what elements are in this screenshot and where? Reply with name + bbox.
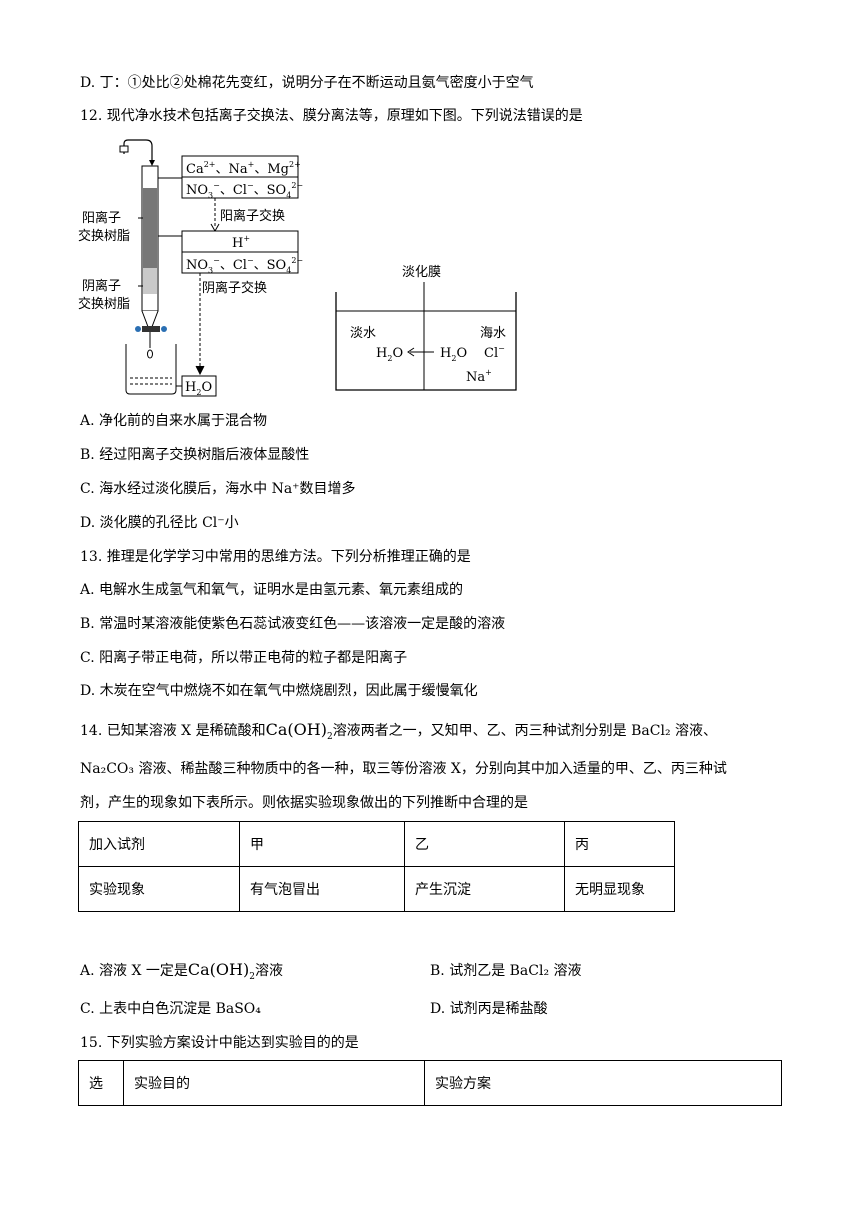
question-13: 13. 推理是化学学习中常用的思维方法。下列分析推理正确的是 [80,549,471,565]
water-purification-figure: 阳离子 交换树脂 阴离子 交换树脂 Ca2+、Na+、Mg2+ NO3−、Cl−… [78,139,517,397]
table-cell: 实验现象 [78,866,240,912]
results-table-14: 加入试剂 甲 乙 丙 实验现象 有气泡冒出 产生沉淀 无明显现象 [78,821,675,912]
cation-resin-fill [143,188,157,268]
option-12b: B. 经过阳离子交换树脂后液体显酸性 [80,447,310,463]
table-cell: 丙 [564,821,675,867]
option-12d: D. 淡化膜的孔径比 Cl⁻小 [80,515,239,531]
option-14d: D. 试剂丙是稀盐酸 [430,1001,548,1017]
table-cell: 无明显现象 [564,866,675,912]
label-h2o-right: H2O [440,346,467,363]
table-row: 实验现象 有气泡冒出 产生沉淀 无明显现象 [78,866,675,912]
plan-table-15: 选 实验目的 实验方案 [78,1060,782,1106]
box1-cations: Ca2+、Na+、Mg2+ [186,160,301,177]
label-cation-resin-2: 交换树脂 [78,228,130,244]
option-13a: A. 电解水生成氢气和氧气，证明水是由氢元素、氧元素组成的 [80,582,464,598]
table-row: 加入试剂 甲 乙 丙 [78,821,675,867]
box2-anions: NO3−、Cl−、SO42− [186,256,303,275]
table-cell: 加入试剂 [78,821,240,867]
step-cation-exchange: 阳离子交换 [220,208,285,224]
formula-caoh2: Ca(OH)2 [265,720,333,743]
option-12a: A. 净化前的自来水属于混合物 [80,413,268,429]
option-13b: B. 常温时某溶液能使紫色石蕊试液变红色——该溶液一定是酸的溶液 [80,616,506,632]
table-row: 选 实验目的 实验方案 [78,1060,782,1106]
label-anion-resin-1: 阴离子 [82,278,121,294]
option-d-q11: D. 丁：①处比②处棉花先变红，说明分子在不断运动且氨气密度小于空气 [80,75,534,91]
question-12: 12. 现代净水技术包括离子交换法、膜分离法等，原理如下图。下列说法错误的是 [80,108,583,124]
label-sodium: Na+ [466,368,492,385]
table-cell: 实验目的 [123,1060,425,1106]
label-fresh-water: 淡水 [350,326,376,341]
option-13c: C. 阳离子带正电荷，所以带正电荷的粒子都是阳离子 [80,650,408,666]
option-12c: C. 海水经过淡化膜后，海水中 Na⁺数目增多 [80,481,356,497]
table-cell: 有气泡冒出 [239,866,405,912]
table-cell: 产生沉淀 [404,866,565,912]
table-cell: 甲 [239,821,405,867]
label-cation-resin-1: 阳离子 [82,210,121,226]
table-cell: 选 [78,1060,124,1106]
question-14-line2: Na₂CO₃ 溶液、稀盐酸三种物质中的各一种，取三等份溶液 X，分别向其中加入适… [80,761,727,777]
label-chloride: Cl− [484,344,505,361]
question-14-line1: 14. 已知某溶液 X 是稀硫酸和Ca(OH)2溶液两者之一，又知甲、乙、丙三种… [80,720,718,743]
formula-caoh2-option: Ca(OH)2 [187,960,255,983]
option-14a: A. 溶液 X 一定是Ca(OH)2溶液 [80,960,283,983]
option-14c: C. 上表中白色沉淀是 BaSO₄ [80,1001,261,1017]
table-cell: 实验方案 [424,1060,782,1106]
label-sea-water: 海水 [480,326,506,341]
table-cell: 乙 [404,821,565,867]
option-13d: D. 木炭在空气中燃烧不如在氧气中燃烧剧烈，因此属于缓慢氧化 [80,683,478,699]
box1-anions: NO3−、Cl−、SO42− [186,181,303,200]
question-15: 15. 下列实验方案设计中能达到实验目的的是 [80,1035,359,1051]
label-anion-resin-2: 交换树脂 [78,296,130,312]
label-h2o-left: H2O [376,346,403,363]
step-anion-exchange: 阴离子交换 [202,280,267,296]
output-water: H2O [185,380,212,397]
option-14b: B. 试剂乙是 BaCl₂ 溶液 [430,963,582,979]
label-membrane: 淡化膜 [402,265,441,280]
anion-resin-fill [143,268,157,294]
question-14-line3: 剂，产生的现象如下表所示。则依据实验现象做出的下列推断中合理的是 [80,795,528,811]
